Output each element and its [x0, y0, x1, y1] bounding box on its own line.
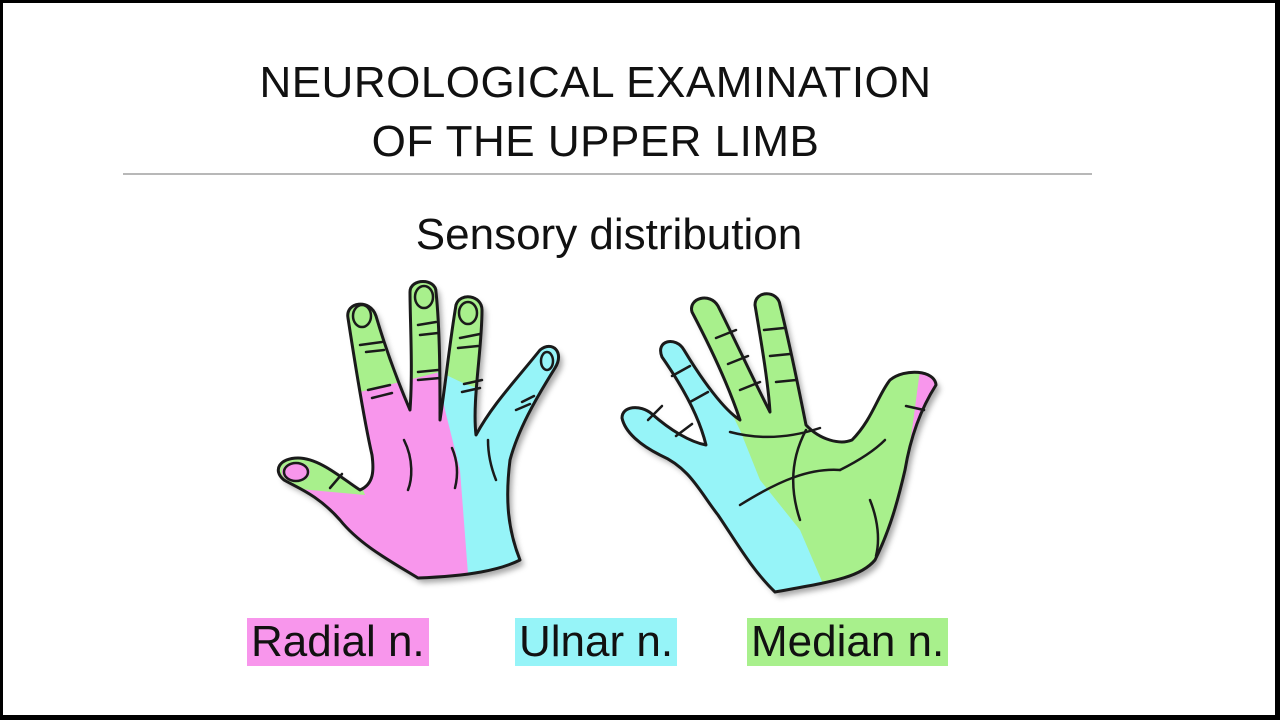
diagram-subtitle: Sensory distribution — [415, 210, 803, 259]
title-line-1: NEUROLOGICAL EXAMINATION — [259, 58, 932, 107]
title-line-2: OF THE UPPER LIMB — [371, 117, 820, 166]
legend-ulnar: Ulnar n. — [515, 618, 678, 666]
slide: NEUROLOGICAL EXAMINATION OF THE UPPER LI… — [3, 3, 1275, 715]
title-divider — [123, 173, 1092, 175]
palmar-hand — [620, 292, 938, 594]
legend-radial: Radial n. — [247, 618, 429, 666]
hands-diagram — [276, 280, 938, 594]
legend-median: Median n. — [747, 618, 949, 666]
